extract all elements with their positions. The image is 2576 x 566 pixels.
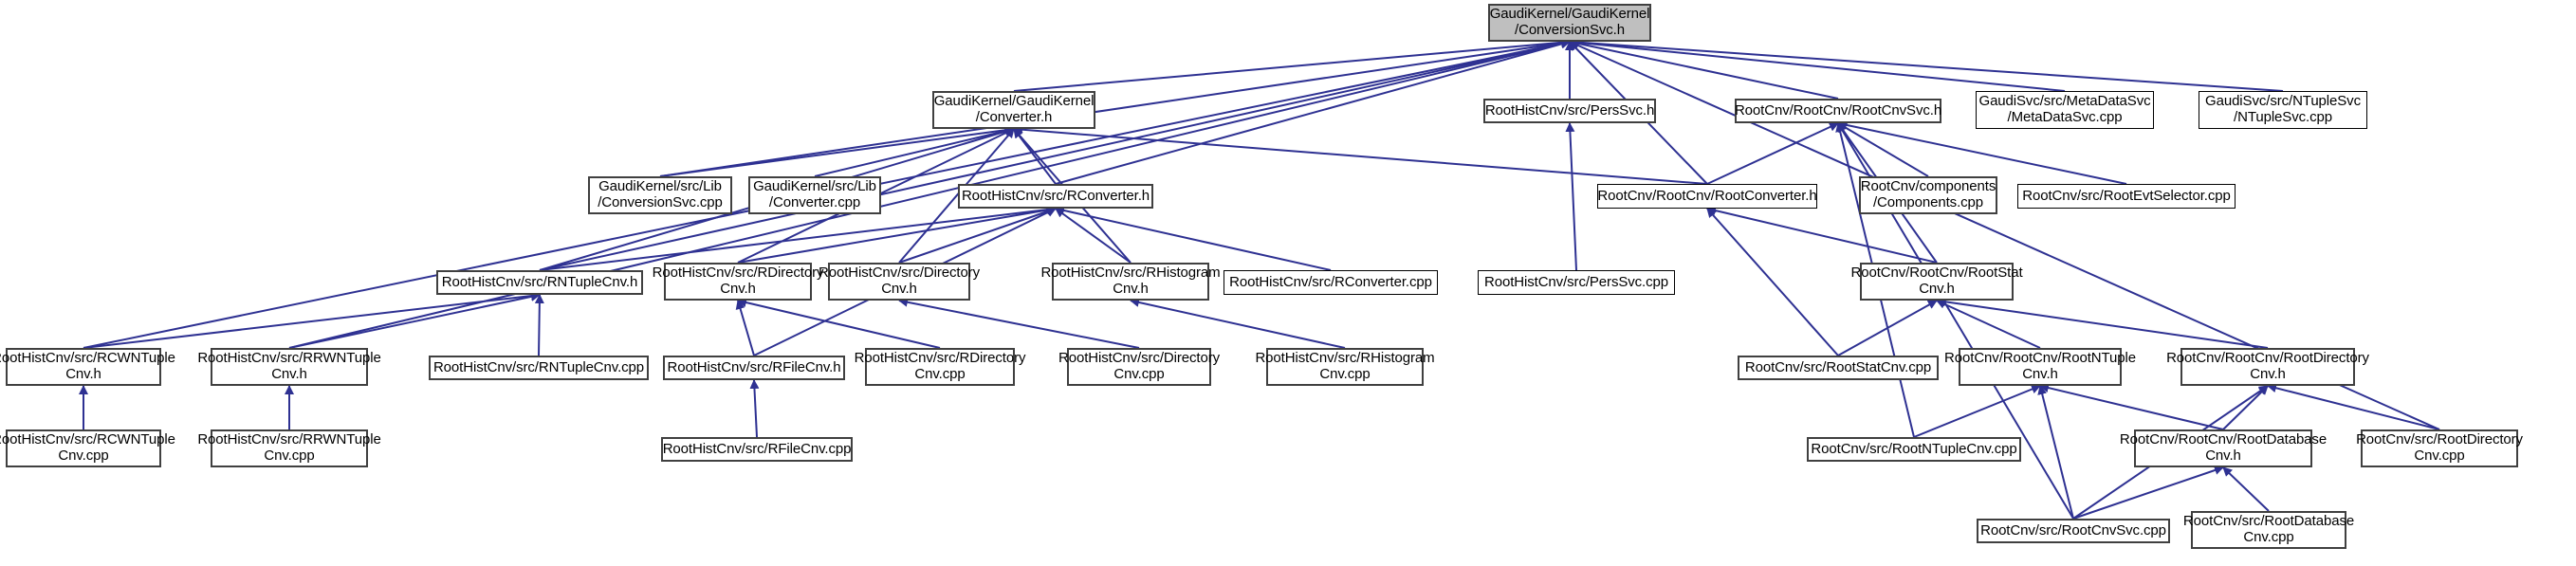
graph-node[interactable]: RootHistCnv/src/RRWNTuple Cnv.cpp	[197, 429, 381, 467]
graph-node[interactable]: RootHistCnv/src/PersSvc.cpp	[1478, 270, 1675, 295]
graph-node[interactable]: RootCnv/src/RootNTupleCnv.cpp	[1807, 437, 2021, 462]
graph-node[interactable]: RootHistCnv/src/RRWNTuple Cnv.h	[197, 348, 381, 386]
graph-node[interactable]: RootHistCnv/src/RConverter.h	[958, 184, 1153, 209]
graph-edge	[2037, 385, 2074, 520]
graph-node[interactable]: GaudiKernel/GaudiKernel /ConversionSvc.h	[1488, 4, 1651, 42]
graph-edge	[539, 205, 1057, 271]
graph-edge	[737, 298, 941, 349]
graph-node[interactable]: RootCnv/RootCnv/RootStat Cnv.h	[1850, 263, 2023, 301]
graph-node[interactable]: GaudiSvc/src/NTupleSvc /NTupleSvc.cpp	[2199, 91, 2367, 129]
graph-node[interactable]: GaudiKernel/src/Lib /Converter.cpp	[748, 176, 881, 214]
graph-node[interactable]: RootCnv/src/RootStatCnv.cpp	[1738, 356, 1939, 380]
graph-node[interactable]: RootHistCnv/src/Directory Cnv.cpp	[1058, 348, 1220, 386]
graph-node[interactable]: GaudiKernel/GaudiKernel /Converter.h	[932, 91, 1095, 129]
graph-edge	[2072, 466, 2224, 520]
graph-edge	[1569, 37, 2066, 92]
graph-edge	[1706, 206, 1938, 264]
graph-edge	[539, 39, 1571, 271]
graph-node[interactable]: RootCnv/src/RootEvtSelector.cpp	[2017, 184, 2236, 209]
graph-edge	[1013, 37, 1571, 92]
graph-edge	[659, 38, 1571, 177]
graph-edge	[1936, 300, 2041, 349]
graph-edge	[288, 291, 541, 349]
graph-node[interactable]: RootCnv/components /Components.cpp	[1859, 176, 1997, 214]
graph-node[interactable]: RootHistCnv/src/RHistogram Cnv.cpp	[1255, 348, 1435, 386]
graph-edge	[1706, 208, 1839, 356]
graph-edge	[735, 300, 755, 356]
graph-edge	[1913, 384, 2041, 438]
graph-node[interactable]: RootCnv/src/RootCnvSvc.cpp	[1977, 519, 2170, 543]
graph-node[interactable]: RootHistCnv/src/PersSvc.h	[1483, 99, 1656, 123]
graph-node[interactable]: RootHistCnv/src/RDirectory Cnv.h	[653, 263, 823, 301]
graph-edge	[898, 297, 1140, 349]
graph-edge	[1837, 300, 1938, 356]
graph-edge	[898, 207, 1057, 264]
graph-node[interactable]: GaudiSvc/src/MetaDataSvc /MetaDataSvc.cp…	[1976, 91, 2154, 129]
graph-node[interactable]: RootCnv/RootCnv/RootConverter.h	[1597, 184, 1817, 209]
graph-edge	[1706, 122, 1839, 185]
graph-edge	[1936, 297, 2269, 349]
graph-node[interactable]: RootHistCnv/src/RNTupleCnv.h	[436, 270, 643, 295]
graph-edge	[2039, 383, 2224, 430]
graph-node[interactable]: RootCnv/RootCnv/RootCnvSvc.h	[1735, 99, 1941, 123]
graph-edge	[898, 128, 1015, 264]
graph-edge	[1055, 39, 1571, 185]
graph-node[interactable]: RootCnv/src/RootDirectory Cnv.cpp	[2356, 429, 2523, 467]
graph-edge	[1569, 37, 2284, 92]
graph-edge	[83, 291, 541, 349]
graph-edge	[1837, 122, 1929, 177]
graph-edge	[2222, 466, 2270, 512]
graph-node[interactable]: GaudiKernel/src/Lib /ConversionSvc.cpp	[588, 176, 732, 214]
graph-edge	[1013, 124, 1708, 185]
graph-edge	[737, 205, 1057, 264]
graph-node[interactable]: RootHistCnv/src/RNTupleCnv.cpp	[429, 356, 649, 380]
graph-node[interactable]: RootHistCnv/src/RConverter.cpp	[1224, 270, 1438, 295]
graph-node[interactable]: RootCnv/RootCnv/RootDatabase Cnv.h	[2120, 429, 2327, 467]
graph-edge	[1565, 122, 1577, 271]
graph-edge	[1130, 298, 1346, 349]
graph-edge	[814, 126, 1015, 177]
graph-edge	[2222, 385, 2269, 430]
graph-node[interactable]: RootCnv/RootCnv/RootNTuple Cnv.h	[1944, 348, 2136, 386]
graph-node[interactable]: RootHistCnv/src/Directory Cnv.h	[819, 263, 980, 301]
graph-node[interactable]: RootHistCnv/src/RDirectory Cnv.cpp	[855, 348, 1025, 386]
graph-edge	[659, 125, 1015, 177]
graph-edge	[1837, 119, 2127, 185]
graph-node[interactable]: RootHistCnv/src/RFileCnv.h	[663, 356, 845, 380]
graph-node[interactable]: RootHistCnv/src/RCWNTuple Cnv.h	[0, 348, 175, 386]
graph-node[interactable]: RootHistCnv/src/RFileCnv.cpp	[661, 437, 853, 462]
graph-node[interactable]: RootCnv/RootCnv/RootDirectory Cnv.h	[2166, 348, 2369, 386]
graph-node[interactable]: RootCnv/src/RootDatabase Cnv.cpp	[2183, 511, 2354, 549]
graph-node[interactable]: RootHistCnv/src/RCWNTuple Cnv.cpp	[0, 429, 175, 467]
graph-edge	[749, 379, 760, 438]
graph-edge	[534, 294, 544, 356]
graph-edge	[1055, 206, 1332, 271]
graph-node[interactable]: RootHistCnv/src/RHistogram Cnv.h	[1040, 263, 1221, 301]
graph-edge	[1569, 38, 1839, 100]
graph-edge	[2267, 383, 2440, 430]
